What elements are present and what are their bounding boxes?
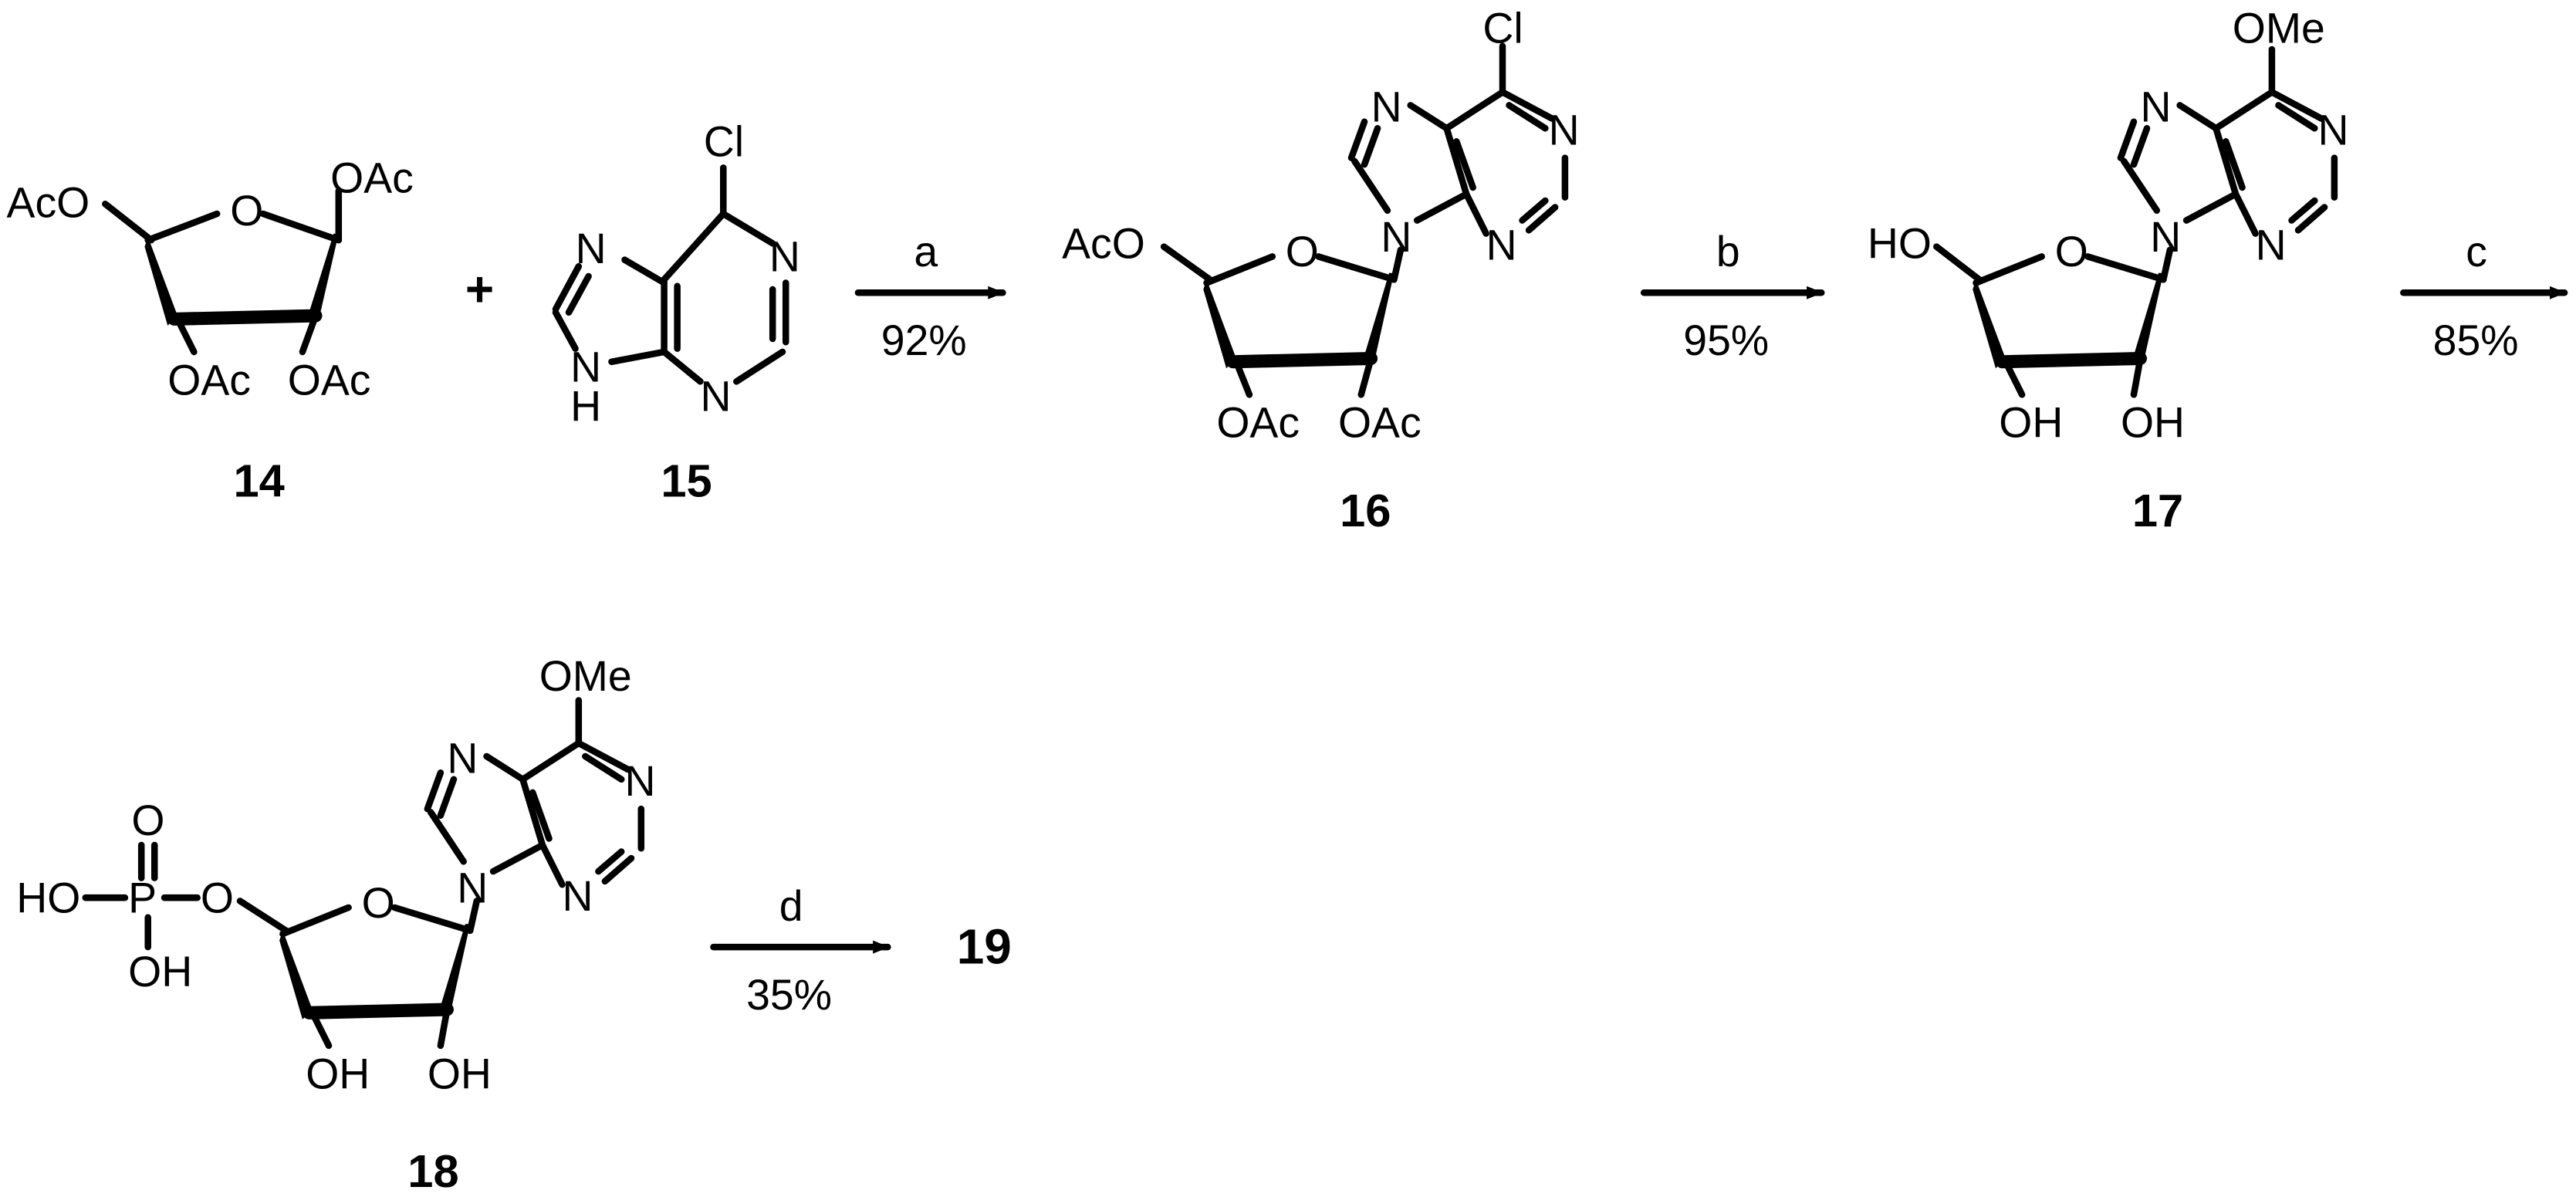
reagent-label: a <box>914 228 938 276</box>
atom-label: OH <box>2121 399 2185 447</box>
atom-label: OAc <box>330 154 414 201</box>
atom-label: O <box>2055 228 2088 276</box>
atom-label: N <box>1371 83 1402 131</box>
atom-label: N <box>2256 221 2287 269</box>
atom-label: N <box>563 872 593 920</box>
compound-16-structure: AcO O OAc OAc N N Cl N N <box>1062 4 1580 446</box>
yield-label: 92% <box>881 316 967 364</box>
atom-label: O <box>362 879 395 927</box>
atom-label: O <box>201 874 234 921</box>
atom-label: OAc <box>1338 399 1422 447</box>
atom-label: OH <box>128 948 192 996</box>
atom-label: N <box>1381 213 1411 261</box>
atom-label: OAc <box>1216 399 1300 447</box>
reagent-label: c <box>2466 228 2487 276</box>
compound-label: 16 <box>1340 485 1391 536</box>
atom-label: OAc <box>288 356 371 404</box>
atom-label: N <box>1549 107 1580 154</box>
atom-label: N <box>570 343 601 391</box>
yield-label: 95% <box>1683 316 1769 364</box>
atom-label: P <box>128 874 157 921</box>
yield-label: 85% <box>2433 316 2519 364</box>
compound-label: 18 <box>407 1145 458 1197</box>
compound-label: 17 <box>2132 485 2183 536</box>
atom-label: N <box>447 734 478 782</box>
atom-label: Cl <box>704 117 744 165</box>
atom-label: OMe <box>2233 4 2325 52</box>
atom-label: AcO <box>1062 220 1145 268</box>
atom-label: N <box>1486 221 1517 269</box>
atom-label: O <box>230 187 263 235</box>
atom-label: OH <box>428 1050 492 1097</box>
plus-sign: + <box>465 261 494 316</box>
atom-label: HO <box>1868 220 1932 268</box>
atom-label: AcO <box>7 178 90 226</box>
atom-label: N <box>2150 213 2181 261</box>
atom-label: OH <box>306 1050 370 1097</box>
atom-label: H <box>570 382 601 430</box>
compound-18-structure: O HO P O OH O OH OH N N OMe N <box>16 652 655 1098</box>
compound-17-structure: HO O OH OH N N OMe N N <box>1868 4 2349 446</box>
atom-label: N <box>2318 107 2349 154</box>
compound-label: 15 <box>661 455 712 506</box>
atom-label: N <box>624 757 655 805</box>
atom-label: N <box>457 864 488 912</box>
compound-label: 14 <box>233 455 284 506</box>
atom-label: Cl <box>1482 4 1523 52</box>
compound-14-structure: AcO O OAc OAc OAc <box>7 154 414 404</box>
atom-label: OAc <box>167 356 251 404</box>
atom-label: OH <box>1999 399 2063 447</box>
atom-label: HO <box>16 874 80 921</box>
atom-label: N <box>700 373 731 421</box>
atom-label: O <box>1286 228 1319 276</box>
yield-label: 35% <box>746 971 832 1019</box>
atom-label: OMe <box>539 652 632 700</box>
reagent-label: b <box>1716 228 1740 276</box>
compound-label: 19 <box>957 918 1012 974</box>
atom-label: N <box>2141 83 2172 131</box>
reagent-label: d <box>779 882 803 930</box>
atom-label: O <box>131 796 164 844</box>
atom-label: N <box>769 233 800 281</box>
compound-15-structure: Cl N N N N H <box>552 117 800 430</box>
